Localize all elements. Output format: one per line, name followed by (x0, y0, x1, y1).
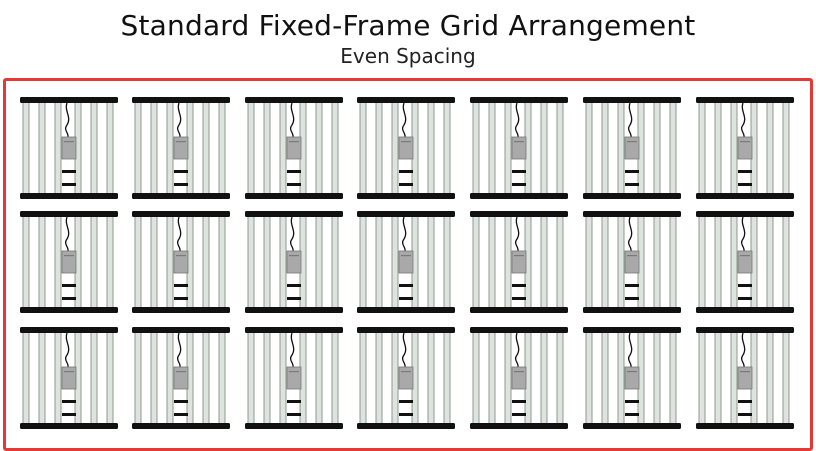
grow-light-fixture-icon (20, 327, 118, 429)
grow-light-fixture-icon (357, 327, 455, 429)
grow-light-fixture-icon (696, 97, 794, 199)
grow-light-fixture-icon (132, 211, 230, 313)
grow-light-fixture-icon (132, 327, 230, 429)
grow-light-fixture-icon (245, 327, 343, 429)
grow-light-fixture-icon (696, 211, 794, 313)
grow-light-fixture-icon (583, 327, 681, 429)
grow-light-fixture-icon (20, 211, 118, 313)
grow-light-fixture-icon (470, 327, 568, 429)
grow-light-fixture-icon (583, 97, 681, 199)
grow-light-fixture-icon (470, 97, 568, 199)
grid-outline-frame (3, 78, 813, 451)
diagram-subtitle: Even Spacing (340, 44, 476, 68)
grow-light-fixture-icon (696, 327, 794, 429)
grow-light-fixture-icon (245, 97, 343, 199)
grow-light-fixture-icon (470, 211, 568, 313)
grow-light-fixture-icon (357, 97, 455, 199)
diagram-title: Standard Fixed-Frame Grid Arrangement (120, 9, 696, 42)
grow-light-fixture-icon (20, 97, 118, 199)
grow-light-fixture-icon (245, 211, 343, 313)
grow-light-fixture-icon (583, 211, 681, 313)
grow-light-fixture-icon (357, 211, 455, 313)
grow-light-fixture-icon (132, 97, 230, 199)
